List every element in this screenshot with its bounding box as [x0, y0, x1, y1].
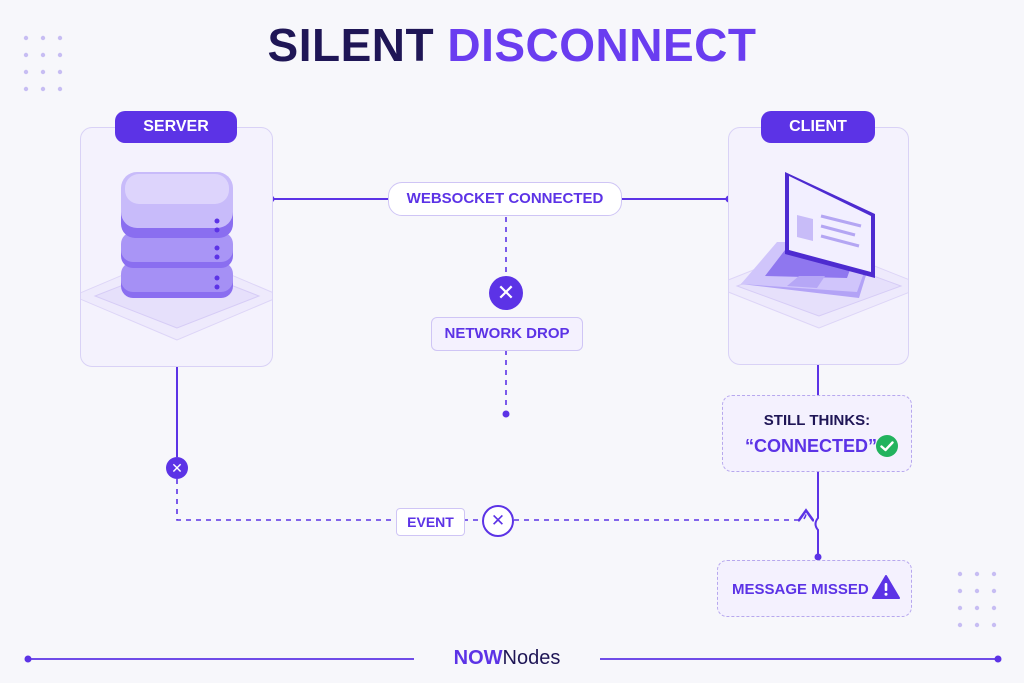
- warning-triangle-icon: [872, 575, 900, 599]
- client-state-box: STILL THINKS: “CONNECTED”: [722, 395, 912, 472]
- server-close-icon: ✕: [166, 457, 188, 479]
- title-part-2: DISCONNECT: [447, 19, 757, 71]
- brand-now: NOW: [453, 647, 503, 669]
- check-circle-icon: [876, 435, 898, 457]
- event-path-right: [514, 512, 806, 520]
- footer-brand: NOWNodes: [414, 647, 600, 670]
- message-missed-label: MESSAGE MISSED: [732, 581, 869, 598]
- event-label: EVENT: [396, 508, 465, 536]
- page-title: SILENT DISCONNECT: [0, 18, 1024, 72]
- close-icon: ✕: [489, 276, 523, 310]
- websocket-status-pill: WEBSOCKET CONNECTED: [388, 182, 622, 216]
- server-panel: [80, 127, 273, 367]
- network-drop-label: NETWORK DROP: [431, 317, 583, 351]
- client-state-line-2: “CONNECTED”: [745, 436, 878, 456]
- client-panel: [728, 127, 909, 365]
- dot-grid-bottom-right: [957, 571, 997, 628]
- server-label: SERVER: [115, 111, 237, 143]
- client-to-missed-dot: [814, 553, 822, 561]
- client-state-line-1: STILL THINKS:: [763, 412, 871, 429]
- client-to-missed-line: [814, 470, 819, 557]
- event-path-left: [176, 479, 396, 521]
- title-part-1: SILENT: [267, 19, 435, 71]
- event-close-icon: ✕: [482, 505, 514, 537]
- message-missed-box: MESSAGE MISSED: [717, 560, 912, 617]
- client-label: CLIENT: [761, 111, 875, 143]
- server-stack-icon: [81, 172, 272, 341]
- dot-grid-top-left: [23, 35, 63, 92]
- laptop-icon: [729, 172, 908, 329]
- brand-nodes: Nodes: [502, 647, 561, 669]
- drop-line-end-dot: [502, 410, 510, 418]
